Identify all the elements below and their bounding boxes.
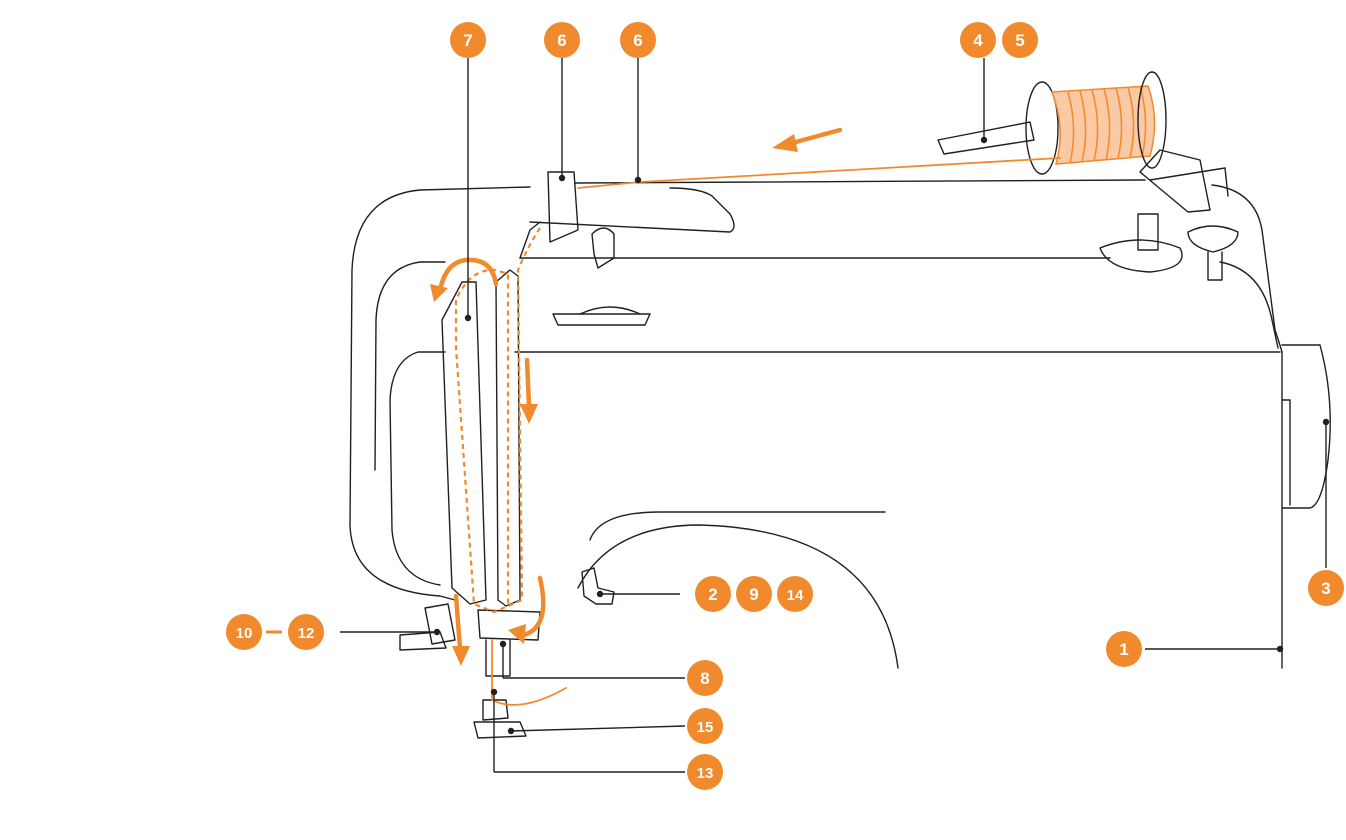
callout-15: 15 xyxy=(687,708,723,744)
arm-upper-line xyxy=(589,511,886,541)
presser-foot xyxy=(473,721,527,739)
arrow-down-left xyxy=(452,593,470,666)
callout-9-text: 9 xyxy=(749,585,758,604)
handwheel xyxy=(1281,344,1331,509)
thread-take-up-loop xyxy=(454,227,541,614)
callout-10-text: 10 xyxy=(236,625,253,642)
spool-cap-right xyxy=(1137,71,1167,169)
callout-4-text: 4 xyxy=(973,31,983,50)
needle-plate-left xyxy=(399,631,447,651)
callout-7: 7 xyxy=(450,22,486,58)
callout-1: 1 xyxy=(1106,631,1142,667)
callout-6-right: 6 xyxy=(620,22,656,58)
callout-14-text: 14 xyxy=(787,587,804,604)
callout-3: 3 xyxy=(1308,570,1344,606)
callout-2-text: 2 xyxy=(708,585,717,604)
callout-8-text: 8 xyxy=(700,669,709,688)
callout-6-left-text: 6 xyxy=(557,31,566,50)
callout-12: 12 xyxy=(288,614,324,650)
spool-cap-left xyxy=(1025,81,1059,175)
spool-bracket xyxy=(1139,149,1211,213)
callout-6-left: 6 xyxy=(544,22,580,58)
callout-1-text: 1 xyxy=(1119,640,1128,659)
machine-body xyxy=(349,149,1331,739)
handwheel-inner xyxy=(1281,399,1291,506)
callout-5-text: 5 xyxy=(1015,31,1024,50)
front-edge-line xyxy=(1219,261,1279,349)
callout-7-text: 7 xyxy=(463,31,472,50)
spool-bracket-arm xyxy=(1149,167,1229,197)
callout-13-text: 13 xyxy=(697,765,714,782)
side-panel-inner xyxy=(389,351,446,586)
presser-foot-shank xyxy=(482,699,509,721)
arrow-top-left xyxy=(772,127,843,152)
take-up-rail-left xyxy=(441,281,487,605)
spool-thread-wound xyxy=(1050,85,1156,165)
thread-guide-post xyxy=(547,171,579,243)
right-shoulder xyxy=(1211,184,1283,353)
machine-head-outline xyxy=(349,186,531,601)
top-plate-edge xyxy=(519,221,541,259)
callout-15-text: 15 xyxy=(697,719,714,736)
bobbin-winder-shaft xyxy=(1137,213,1159,251)
callout-10: 10 xyxy=(226,614,262,650)
callout-13: 13 xyxy=(687,754,723,790)
bobbin-winder-stopper xyxy=(1187,225,1239,253)
callout-9: 9 xyxy=(736,576,772,612)
callout-14: 14 xyxy=(777,576,813,612)
arm-arch xyxy=(577,524,899,669)
lever-body xyxy=(581,567,615,605)
callout-5: 5 xyxy=(1002,22,1038,58)
spool-thread-lines xyxy=(1067,85,1147,164)
leader-lines xyxy=(266,58,1330,773)
needle-mech-a xyxy=(424,603,456,645)
callout-6-right-text: 6 xyxy=(633,31,642,50)
callout-2: 2 xyxy=(695,576,731,612)
callout-12-text: 12 xyxy=(298,625,315,642)
stitch-window xyxy=(552,313,651,326)
thread-path xyxy=(454,157,1061,706)
thread-to-needle xyxy=(491,639,567,706)
side-panel-outline xyxy=(374,261,446,471)
top-plate xyxy=(529,187,735,233)
arrow-bottom-hook xyxy=(508,575,546,644)
callout-4: 4 xyxy=(960,22,996,58)
top-surface-back xyxy=(574,179,1146,184)
direction-arrows xyxy=(430,127,843,666)
bobbin-winder-base xyxy=(1099,239,1183,273)
thread-upper-run xyxy=(577,157,1061,189)
arrow-down-right-channel xyxy=(520,357,538,424)
tension-dial xyxy=(591,227,615,269)
arrow-take-up-loop xyxy=(430,257,499,302)
needle-bar xyxy=(485,639,511,677)
thread-spool xyxy=(937,71,1167,175)
stitch-window-arc xyxy=(579,306,641,315)
callout-8: 8 xyxy=(687,660,723,696)
needle-bar-holder xyxy=(477,609,541,641)
spool-pin xyxy=(937,121,1035,155)
callout-3-text: 3 xyxy=(1321,579,1330,598)
bobbin-winder-stem xyxy=(1207,251,1223,281)
